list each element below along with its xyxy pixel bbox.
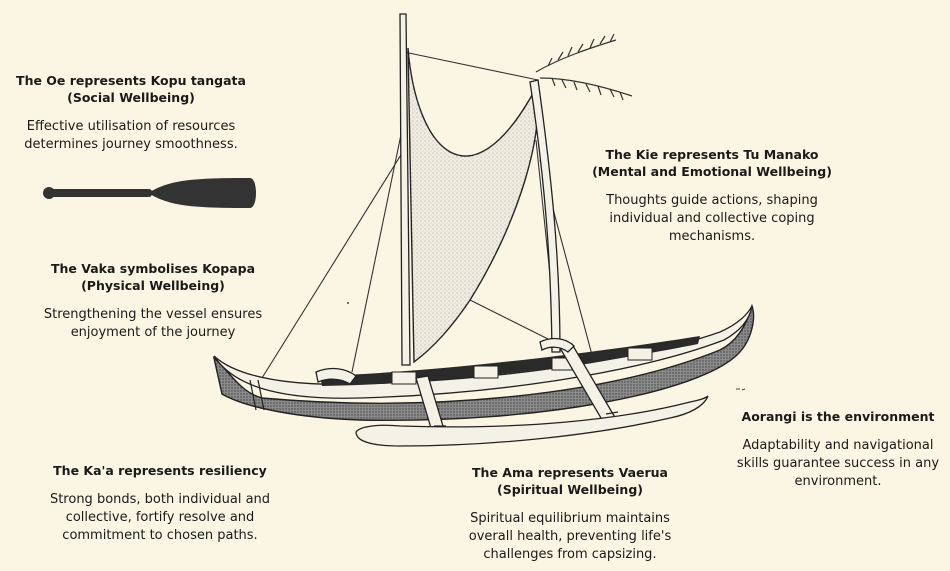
environment-desc-line: environment. xyxy=(730,473,946,491)
oe-description: Effective utilisation of resources deter… xyxy=(8,118,254,154)
kie-desc-line: individual and collective coping xyxy=(578,210,846,228)
environment-description: Adaptability and navigational skills gua… xyxy=(730,437,946,491)
vaka-desc-line: enjoyment of the journey xyxy=(28,324,278,342)
kaa-heading-line: The Ka'a represents resiliency xyxy=(26,462,294,479)
oe-desc-line: determines journey smoothness. xyxy=(8,136,254,154)
hull xyxy=(214,306,753,420)
kie-heading-line: (Mental and Emotional Wellbeing) xyxy=(578,163,846,180)
ama-heading: The Ama represents Vaerua (Spiritual Wel… xyxy=(448,464,692,498)
environment-heading: Aorangi is the environment xyxy=(730,408,946,425)
kaa-heading: The Ka'a represents resiliency xyxy=(26,462,294,479)
kaa-desc-line: commitment to chosen paths. xyxy=(26,527,294,545)
vaka-section: The Vaka symbolises Kopapa (Physical Wel… xyxy=(28,260,278,342)
kie-desc-line: mechanisms. xyxy=(578,228,846,246)
kaa-desc-line: Strong bonds, both individual and xyxy=(26,491,294,509)
ama-heading-line: The Ama represents Vaerua xyxy=(448,464,692,481)
kie-desc-line: Thoughts guide actions, shaping xyxy=(578,192,846,210)
kaa-section: The Ka'a represents resiliency Strong bo… xyxy=(26,462,294,545)
vaka-description: Strengthening the vessel ensures enjoyme… xyxy=(28,306,278,342)
paddle-icon xyxy=(40,174,262,214)
kie-heading: The Kie represents Tu Manako (Mental and… xyxy=(578,146,846,180)
oe-heading-line: The Oe represents Kopu tangata xyxy=(8,72,254,89)
kie-section: The Kie represents Tu Manako (Mental and… xyxy=(578,146,846,246)
ama-desc-line: overall health, preventing life's xyxy=(448,528,692,546)
vaka-heading-line: (Physical Wellbeing) xyxy=(28,277,278,294)
ama-desc-line: Spiritual equilibrium maintains xyxy=(448,510,692,528)
ama-description: Spiritual equilibrium maintains overall … xyxy=(448,510,692,564)
vaka-desc-line: Strengthening the vessel ensures xyxy=(28,306,278,324)
kie-heading-line: The Kie represents Tu Manako xyxy=(578,146,846,163)
environment-section: Aorangi is the environment Adaptability … xyxy=(730,408,946,491)
oe-section: The Oe represents Kopu tangata (Social W… xyxy=(8,72,254,154)
kaa-desc-line: collective, fortify resolve and xyxy=(26,509,294,527)
oe-heading-line: (Social Wellbeing) xyxy=(8,89,254,106)
vaka-heading-line: The Vaka symbolises Kopapa xyxy=(28,260,278,277)
pennant xyxy=(536,34,632,100)
ama-desc-line: challenges from capsizing. xyxy=(448,546,692,564)
kie-description: Thoughts guide actions, shaping individu… xyxy=(578,192,846,246)
vaka-heading: The Vaka symbolises Kopapa (Physical Wel… xyxy=(28,260,278,294)
kaa-description: Strong bonds, both individual and collec… xyxy=(26,491,294,545)
oe-desc-line: Effective utilisation of resources xyxy=(8,118,254,136)
oe-heading: The Oe represents Kopu tangata (Social W… xyxy=(8,72,254,106)
environment-desc-line: skills guarantee success in any xyxy=(730,455,946,473)
ama-section: The Ama represents Vaerua (Spiritual Wel… xyxy=(448,464,692,564)
environment-heading-line: Aorangi is the environment xyxy=(730,408,946,425)
ama-heading-line: (Spiritual Wellbeing) xyxy=(448,481,692,498)
environment-desc-line: Adaptability and navigational xyxy=(730,437,946,455)
